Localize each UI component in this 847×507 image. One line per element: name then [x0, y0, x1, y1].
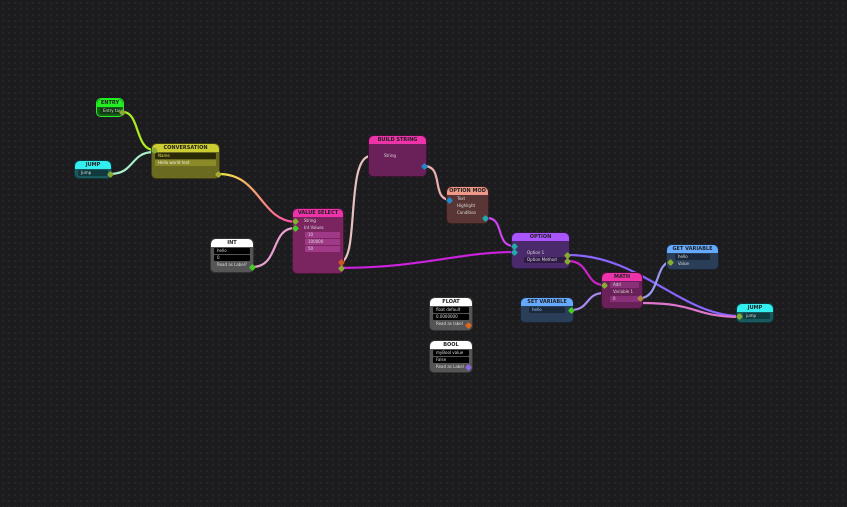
input-label: Int Values: [304, 225, 324, 230]
text-input: Text: [457, 196, 466, 201]
math-node[interactable]: MATH Add Variable 1 0: [601, 272, 643, 309]
wire: [218, 172, 296, 224]
node-title: BOOL: [430, 341, 472, 349]
wire: [486, 216, 515, 248]
node-title: JUMP: [75, 161, 111, 169]
node-title: INT: [211, 239, 253, 247]
node-title: ENTRY: [97, 99, 123, 107]
wire: [639, 301, 740, 319]
conversation-node[interactable]: CONVERSATION Name Hello world text: [151, 143, 220, 179]
bool-node[interactable]: BOOL myBool value False Read as Label: [429, 340, 473, 373]
name-field[interactable]: float default: [433, 307, 469, 313]
wire: [251, 226, 296, 269]
value-field[interactable]: 50: [305, 246, 340, 252]
wire: [339, 250, 515, 270]
read-label-checkbox[interactable]: Read as Label: [436, 364, 464, 369]
jump-node[interactable]: JUMP jump: [736, 303, 774, 323]
wire: [109, 150, 155, 176]
node-title: BUILD STRING: [369, 136, 426, 144]
wire: [567, 259, 605, 287]
node-title: VALUE SELECT: [293, 209, 343, 217]
option-node[interactable]: OPTION Option 1 Option Method: [511, 232, 570, 269]
entry-field[interactable]: Entry tag: [100, 108, 120, 114]
condition-input: Condition: [457, 210, 477, 215]
option-field[interactable]: Option 1: [527, 250, 545, 255]
highlight-input: Highlight: [457, 203, 476, 208]
get-variable-node[interactable]: GET VARIABLE hello Value: [666, 244, 719, 270]
node-title: SET VARIABLE: [521, 298, 573, 306]
value-field[interactable]: 0.0000000: [433, 314, 469, 320]
node-title: GET VARIABLE: [667, 245, 718, 253]
node-title: JUMP: [737, 304, 773, 312]
value-select-node[interactable]: VALUE SELECT String Int Values 10 100000…: [292, 208, 344, 274]
value-dropdown[interactable]: False: [433, 357, 469, 363]
jump-node[interactable]: JUMP Jump: [74, 160, 112, 179]
name-field[interactable]: hello: [214, 248, 250, 254]
value-field[interactable]: 100000: [305, 239, 340, 245]
jump-field[interactable]: Jump: [78, 170, 108, 176]
text-field[interactable]: Hello world text: [155, 160, 216, 166]
node-title: MATH: [602, 273, 642, 281]
set-variable-node[interactable]: SET VARIABLE hello: [520, 297, 574, 323]
value-field[interactable]: 0: [610, 296, 639, 302]
wire: [567, 253, 740, 318]
name-field[interactable]: Name: [155, 153, 216, 159]
type-dropdown[interactable]: String: [304, 218, 316, 223]
build-string-node[interactable]: BUILD STRING String: [368, 135, 427, 177]
value-input: Value: [678, 261, 689, 266]
float-node[interactable]: FLOAT float default 0.0000000 Read as la…: [429, 297, 473, 331]
jump-field[interactable]: jump: [743, 313, 770, 319]
entry-node[interactable]: ENTRY Entry tag: [96, 98, 124, 117]
value-field[interactable]: 0: [214, 255, 250, 261]
node-title: FLOAT: [430, 298, 472, 306]
node-title: CONVERSATION: [152, 144, 219, 152]
node-title: OPTION: [512, 233, 569, 241]
variable-dropdown[interactable]: hello: [529, 307, 565, 313]
wire: [570, 291, 605, 312]
value-field[interactable]: 10: [305, 232, 340, 238]
wire: [339, 154, 372, 264]
option-mod-node[interactable]: OPTION MOD Text Highlight Condition: [446, 186, 489, 224]
int-node[interactable]: INT hello 0 Read as Label?: [210, 238, 254, 273]
name-field[interactable]: myBool value: [433, 350, 469, 356]
string-input: String: [384, 153, 396, 158]
variable-dropdown[interactable]: hello: [675, 254, 710, 260]
wire: [122, 110, 155, 152]
operation-dropdown[interactable]: Add: [610, 282, 639, 288]
option-method-field[interactable]: Option Method: [524, 257, 566, 263]
variable-input: Variable 1: [613, 289, 634, 294]
read-label-checkbox[interactable]: Read as label: [436, 321, 463, 326]
read-label-checkbox[interactable]: Read as Label?: [217, 262, 248, 267]
node-title: OPTION MOD: [447, 187, 488, 195]
